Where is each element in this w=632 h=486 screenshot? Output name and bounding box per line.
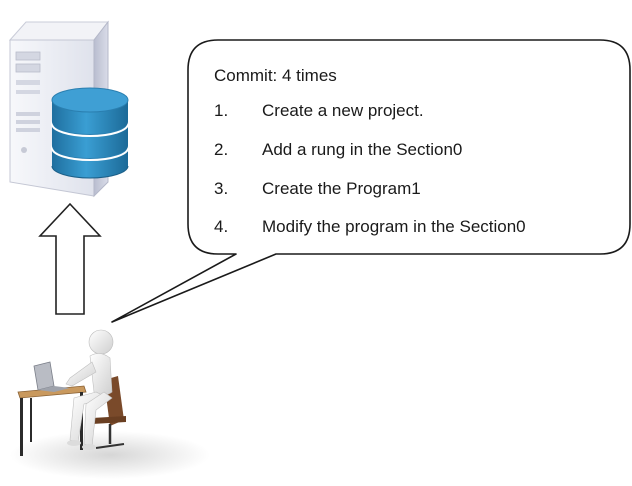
step-number: 2. xyxy=(214,140,229,159)
speech-bubble xyxy=(111,39,631,323)
step-number: 4. xyxy=(214,217,229,236)
step-text: Create a new project. xyxy=(262,101,424,120)
up-arrow-icon xyxy=(38,202,102,315)
step-text: Modify the program in the Section0 xyxy=(262,217,526,236)
step-number: 3. xyxy=(214,179,229,198)
database-cylinder-icon xyxy=(51,87,129,179)
step-text: Add a rung in the Section0 xyxy=(262,140,463,159)
step-number: 1. xyxy=(214,101,229,120)
step-text: Create the Program1 xyxy=(262,179,421,198)
commit-count-title: Commit: 4 times xyxy=(214,66,337,85)
user-at-desk-icon xyxy=(10,329,210,479)
